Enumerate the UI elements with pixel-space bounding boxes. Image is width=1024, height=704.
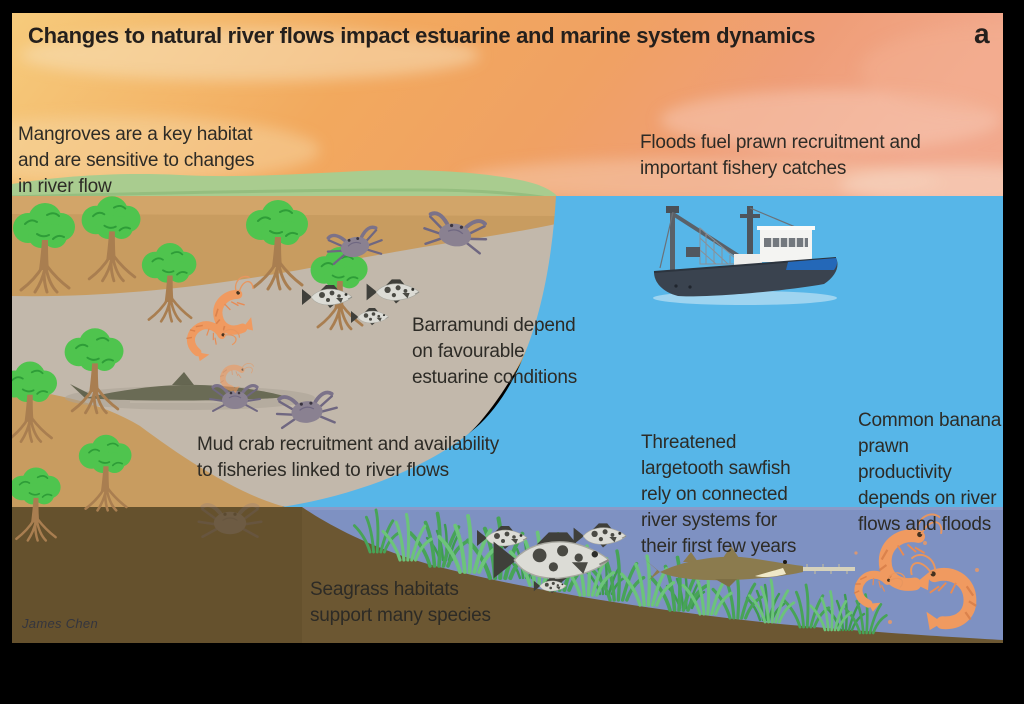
annotation-line: on favourable [412, 341, 525, 362]
panel-label: a [974, 18, 990, 49]
annotation-line: support many species [310, 605, 491, 626]
credit: James Chen [22, 616, 98, 631]
annotation-line: important fishery catches [640, 158, 847, 179]
annotation-line: Common banana [858, 410, 1002, 431]
annotation-seagrass: Seagrass habitats support many species [310, 577, 491, 629]
banana-prawns [849, 512, 984, 637]
annotation-line: rely on connected [641, 484, 788, 505]
annotation-line: Floods fuel prawn recruitment and [640, 132, 921, 153]
waterline-seam [12, 507, 1003, 510]
annotation-line: flows and floods [858, 514, 992, 535]
annotation-line: Threatened [641, 432, 737, 453]
annotation-line: river systems for [641, 510, 777, 531]
annotation-line: Mangroves are a key habitat [18, 124, 253, 145]
annotation-line: estuarine conditions [412, 367, 577, 388]
annotation-barramundi: Barramundi depend on favourable estuarin… [412, 313, 577, 391]
riverbank-vegetation [12, 170, 559, 202]
annotation-line: and are sensitive to changes [18, 150, 255, 171]
annotation-line: Seagrass habitats [310, 579, 459, 600]
largetooth-sawfish [643, 546, 855, 587]
annotation-line: prawn [858, 436, 909, 457]
annotation-floods: Floods fuel prawn recruitment and import… [640, 130, 921, 182]
annotation-mudcrab: Mud crab recruitment and availability to… [197, 432, 499, 484]
annotation-prawn: Common banana prawn productivity depends… [858, 408, 1001, 538]
annotation-line: largetooth sawfish [641, 458, 791, 479]
annotation-line: Mud crab recruitment and availability [197, 434, 500, 455]
annotation-line: productivity [858, 462, 952, 483]
annotation-line: in river flow [18, 176, 112, 197]
clouds [12, 25, 1003, 205]
annotation-mangroves: Mangroves are a key habitat and are sens… [18, 122, 254, 200]
annotation-line: to fisheries linked to river flows [197, 460, 449, 481]
page-title: Changes to natural river flows impact es… [28, 23, 816, 48]
annotation-line: depends on river [858, 488, 997, 509]
annotation-line: Barramundi depend [412, 315, 576, 336]
annotation-sawfish: Threatened largetooth sawfish rely on co… [641, 430, 796, 560]
fishing-boat [653, 206, 838, 305]
seafloor-soil [12, 507, 1003, 643]
river-channel [12, 224, 558, 507]
annotation-line: their first few years [641, 536, 797, 557]
